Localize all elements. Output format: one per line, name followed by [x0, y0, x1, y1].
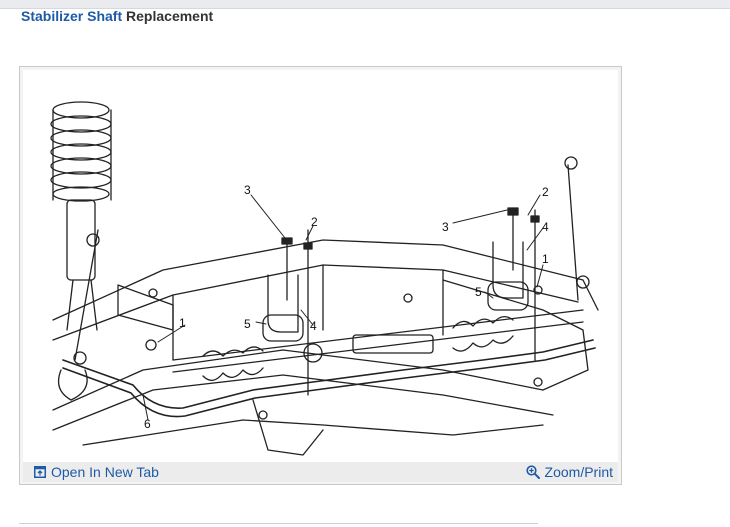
right-link	[533, 156, 590, 301]
page-title: Stabilizer Shaft Replacement	[21, 8, 213, 25]
callout-leaders	[142, 194, 544, 421]
callout-label: 3	[244, 183, 251, 197]
callout-label: 4	[310, 319, 317, 333]
diagram-image: 3 2 1 5 4 6 3 2 4 1 5	[23, 70, 618, 462]
strut-spring	[50, 101, 112, 331]
page-title-link[interactable]: Stabilizer Shaft	[21, 8, 123, 24]
suspension-diagram: 3 2 1 5 4 6 3 2 4 1 5	[50, 101, 599, 456]
left-link	[57, 229, 157, 401]
callout-label: 4	[542, 220, 549, 234]
figure-actions-bar: Open In New Tab Zoom/Print	[23, 462, 618, 482]
callout-label: 5	[475, 285, 482, 299]
open-in-new-tab-icon	[34, 466, 46, 478]
divider	[19, 523, 538, 524]
callout-labels: 3 2 1 5 4 6 3 2 4 1 5	[144, 183, 549, 431]
page-title-suffix: Replacement	[122, 8, 214, 24]
steering-rack	[172, 309, 584, 381]
zoom-print-button[interactable]: Zoom/Print	[525, 463, 613, 481]
callout-label: 5	[244, 317, 251, 331]
callout-label: 6	[144, 417, 151, 431]
open-new-tab-button[interactable]: Open In New Tab	[34, 463, 159, 481]
zoom-in-icon	[525, 465, 540, 479]
stabilizer-shaft	[62, 339, 596, 418]
zoom-print-label: Zoom/Print	[544, 464, 613, 480]
figure-container: 3 2 1 5 4 6 3 2 4 1 5 Open In New Tab	[19, 66, 622, 485]
left-bracket	[262, 229, 313, 396]
right-bracket	[487, 207, 540, 361]
callout-label: 2	[311, 215, 318, 229]
callout-label: 3	[442, 220, 449, 234]
top-toolbar-strip	[0, 0, 730, 9]
callout-label: 2	[542, 185, 549, 199]
crossmember	[52, 239, 599, 456]
open-new-tab-label: Open In New Tab	[51, 464, 159, 480]
callout-label: 1	[542, 252, 549, 266]
callout-label: 1	[179, 316, 186, 330]
